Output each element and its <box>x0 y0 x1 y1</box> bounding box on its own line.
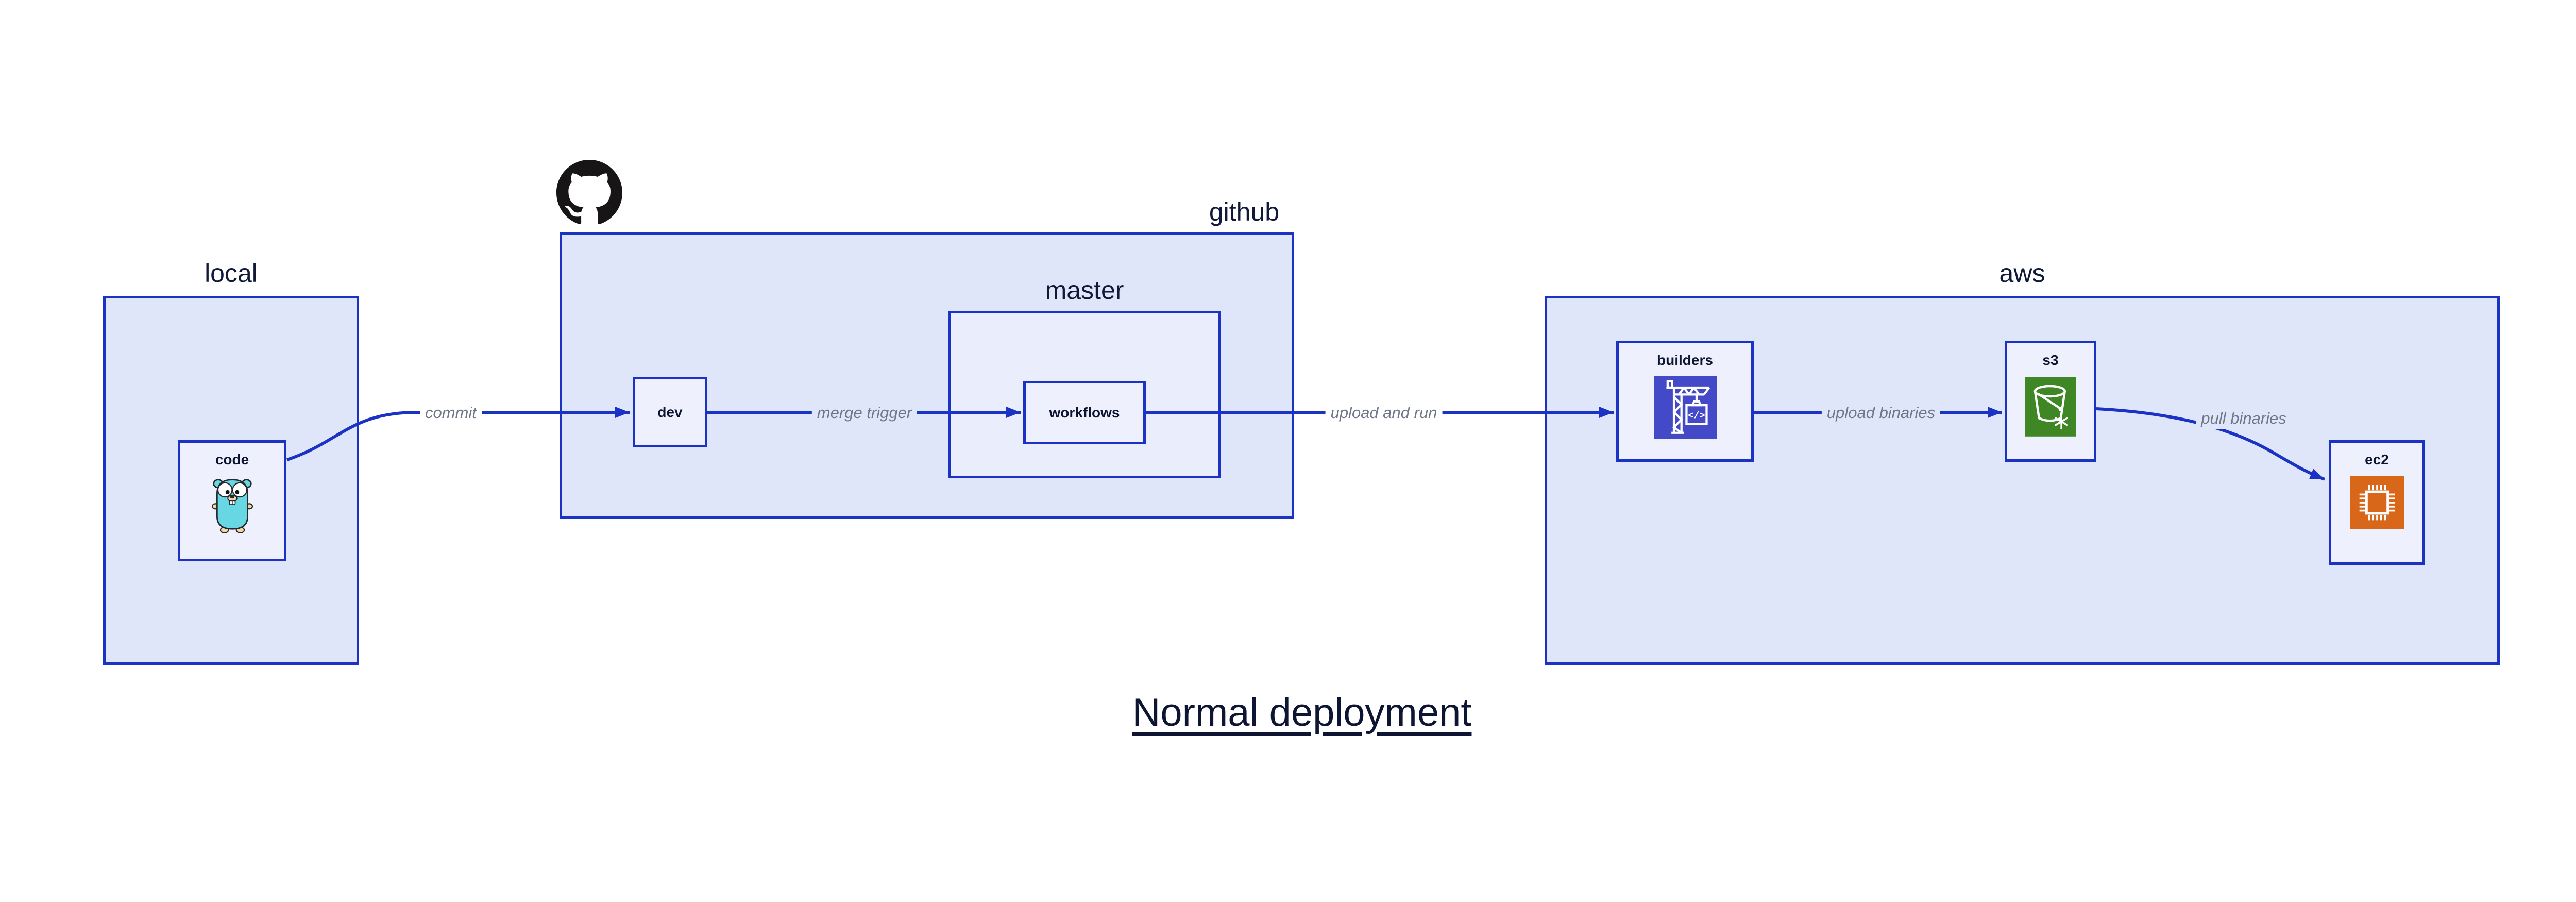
dev-node-label: dev <box>657 404 683 420</box>
node-s3: s3 <box>2005 341 2096 462</box>
codebuild-code-glyph: </> <box>1688 411 1705 422</box>
go-gopher-icon <box>211 479 253 533</box>
code-node-label: code <box>215 452 249 467</box>
github-octocat-icon <box>556 160 622 224</box>
node-code: code <box>178 440 286 561</box>
s3-glacier-bucket-icon <box>2025 377 2076 437</box>
aws-label: aws <box>1999 259 2045 288</box>
local-label: local <box>205 259 258 288</box>
master-label: master <box>1045 276 1124 305</box>
builders-node-label: builders <box>1657 352 1713 368</box>
ec2-chip-icon <box>2350 476 2404 529</box>
upload-and-run-edge-label: upload and run <box>1325 403 1443 423</box>
github-label: github <box>1209 197 1280 226</box>
pull-binaries-edge-label: pull binaries <box>2196 408 2292 429</box>
node-workflows: workflows <box>1023 381 1146 444</box>
codebuild-crane-icon: </> <box>1653 376 1717 439</box>
diagram-title: Normal deployment <box>1132 691 1472 734</box>
node-ec2: ec2 <box>2329 440 2425 565</box>
commit-edge-label: commit <box>420 403 482 423</box>
ec2-node-label: ec2 <box>2365 452 2389 467</box>
node-builders: builders </> <box>1616 341 1754 462</box>
merge-trigger-edge-label: merge trigger <box>811 403 918 423</box>
upload-binaries-edge-label: upload binaries <box>1821 403 1941 423</box>
s3-node-label: s3 <box>2042 352 2059 368</box>
workflows-node-label: workflows <box>1049 404 1120 421</box>
node-dev: dev <box>633 377 707 447</box>
title-row: Normal deployment <box>0 691 2576 735</box>
